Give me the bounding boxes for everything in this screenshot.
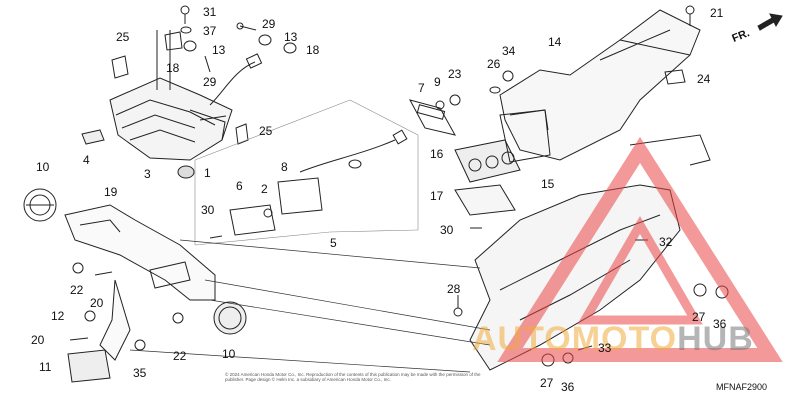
callout-label: 16 <box>430 147 444 161</box>
front-direction-arrow <box>757 13 783 31</box>
leader-lines <box>129 239 491 373</box>
callout-label: 13 <box>212 43 226 57</box>
lens-cover <box>81 129 105 145</box>
callout-label: 9 <box>434 75 441 89</box>
callout-label: 2 <box>261 182 268 196</box>
callout-label: 11 <box>39 360 52 374</box>
callout-label: 10 <box>36 160 50 174</box>
callout-label: 29 <box>262 17 276 31</box>
copyright-notice: © 2024 American Honda Motor Co., Inc. Re… <box>225 372 481 382</box>
tail-light-assembly <box>109 53 263 161</box>
reflector-left <box>23 188 57 222</box>
reflector-bracket <box>454 184 516 216</box>
callout-label: 18 <box>166 61 180 75</box>
callout-label: 34 <box>502 44 516 58</box>
callout-label: 17 <box>430 189 444 203</box>
reflector-bottom <box>213 301 247 335</box>
callout-label: 10 <box>222 347 236 361</box>
callout-label: 27 <box>540 376 554 390</box>
callout-label: 30 <box>201 203 215 217</box>
turn-signal-parts <box>194 99 419 246</box>
callout-label: 15 <box>541 177 555 191</box>
callout-label: 1 <box>204 166 211 180</box>
watermark-logo: AUTOMOTOHUB <box>472 320 754 358</box>
grommet <box>177 165 195 179</box>
callout-label: 30 <box>440 223 454 237</box>
callout-label: 18 <box>306 43 320 57</box>
top-hardware <box>156 5 297 90</box>
stay-right <box>235 123 249 145</box>
callout-label: 13 <box>284 30 298 44</box>
reflector-housing <box>454 109 551 183</box>
callout-label: 27 <box>692 310 706 324</box>
callout-label: 22 <box>173 349 187 363</box>
callout-label: 29 <box>203 75 217 89</box>
callout-label: 4 <box>83 153 90 167</box>
callout-label: 7 <box>418 81 425 95</box>
watermark-triangle <box>497 136 783 362</box>
callout-label: 21 <box>710 6 724 20</box>
callout-label: 28 <box>447 282 461 296</box>
callout-label: 36 <box>561 380 575 394</box>
callout-label: 35 <box>133 366 147 380</box>
callout-label: 24 <box>697 72 711 86</box>
top-right-hardware <box>489 5 695 94</box>
license-light-parts <box>409 94 461 136</box>
callout-label: 25 <box>259 124 273 138</box>
callout-label: 12 <box>51 309 65 323</box>
callout-label: 6 <box>236 179 243 193</box>
callout-label: 3 <box>144 167 151 181</box>
callout-label: 19 <box>104 185 118 199</box>
callout-label: 20 <box>31 333 45 347</box>
license-light <box>67 349 111 383</box>
callout-label: 25 <box>116 30 130 44</box>
mounting-bracket <box>64 204 216 361</box>
callout-label: 31 <box>203 5 217 19</box>
stay-top <box>111 55 129 79</box>
callout-label: 37 <box>203 24 217 38</box>
callout-label: 36 <box>713 317 727 331</box>
callout-label: 23 <box>448 67 462 81</box>
callout-label: 5 <box>330 236 337 250</box>
callout-label: 33 <box>598 341 612 355</box>
callout-label: 22 <box>70 283 84 297</box>
callout-label: 8 <box>281 160 288 174</box>
callout-label: 32 <box>659 235 673 249</box>
callout-label: 26 <box>487 57 501 71</box>
callout-label: 14 <box>548 35 562 49</box>
license-plate-bracket <box>499 9 701 161</box>
callout-label: 20 <box>90 296 104 310</box>
diagram-code: MFNAF2900 <box>716 382 768 392</box>
